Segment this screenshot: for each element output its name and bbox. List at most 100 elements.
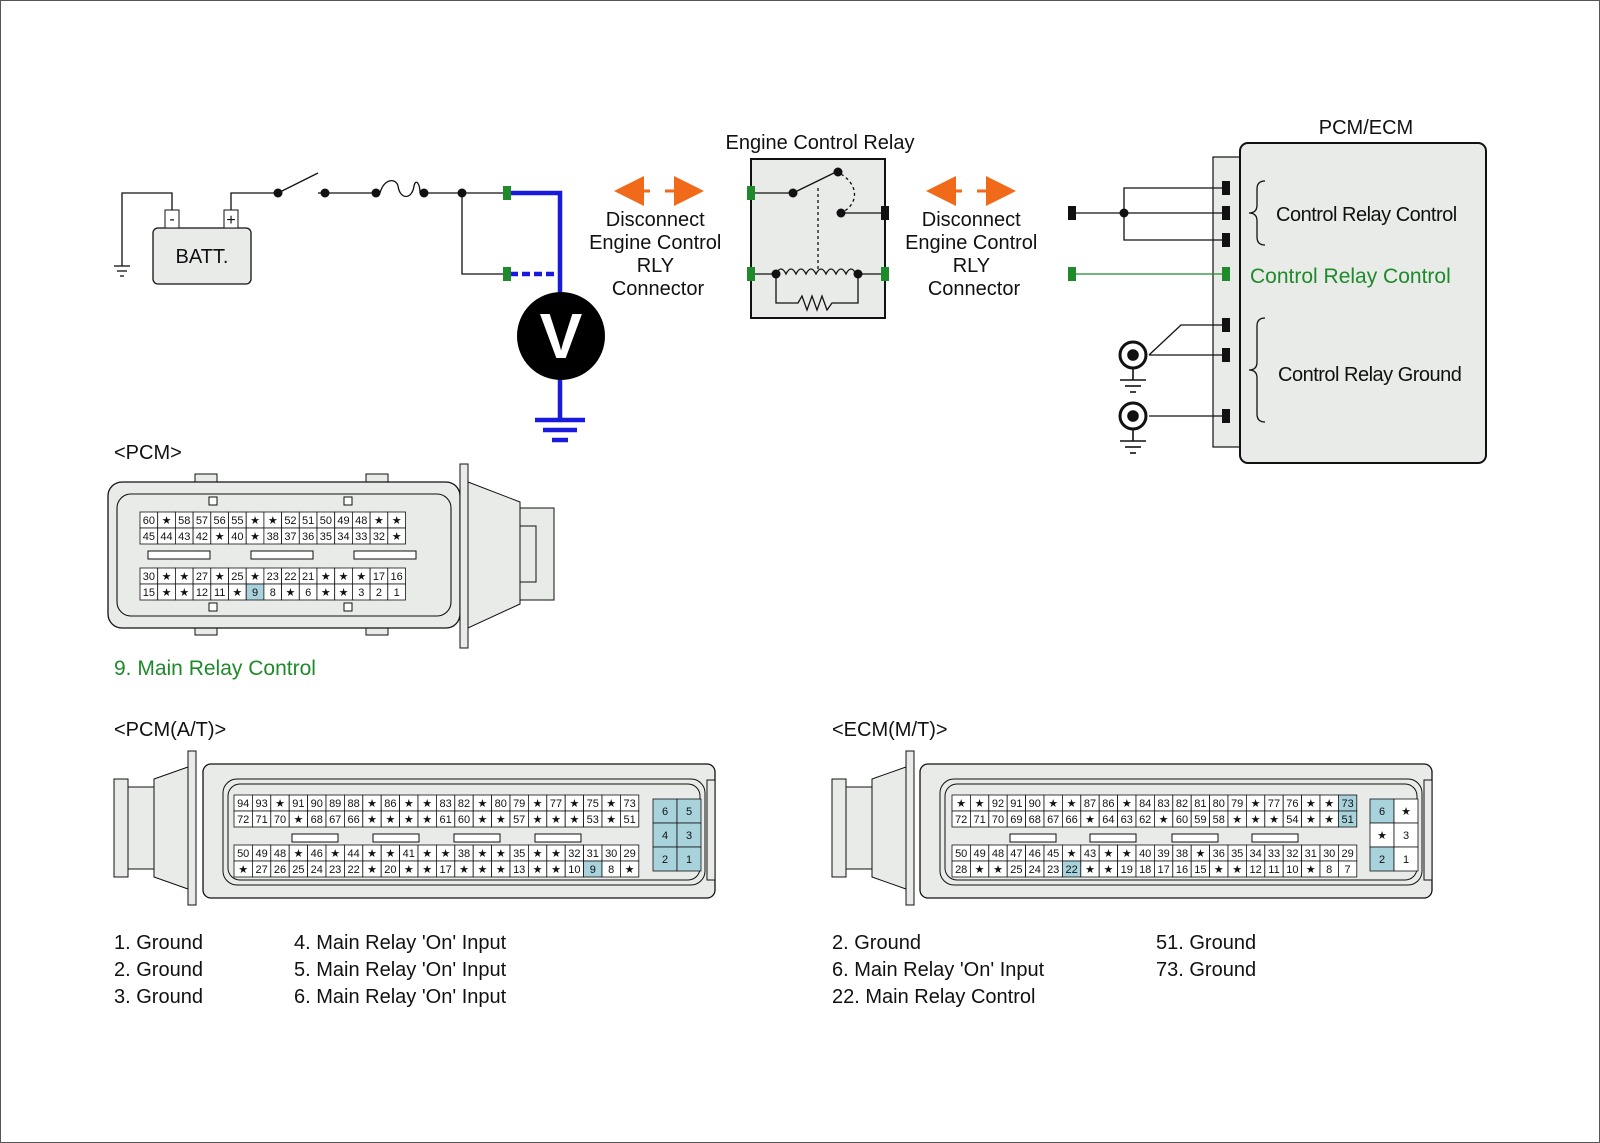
pcm-pin-label: 58 — [178, 515, 190, 527]
ecm-mt-pin-label: ★ — [1085, 814, 1095, 826]
ecm-mt-pin-label: ★ — [1159, 814, 1169, 826]
ecm-mt-pin-label: 29 — [1341, 848, 1353, 860]
ecm-mt-pin-label: ★ — [956, 798, 966, 810]
pcm-at-cell — [620, 810, 640, 828]
pcm-pin-label: 15 — [143, 587, 155, 599]
pcm-at-pin-label: ★ — [293, 814, 303, 826]
pcm-pin-label: ★ — [392, 515, 402, 527]
pcm-pin-label: ★ — [162, 571, 172, 583]
ecm-mt-pin-label: 11 — [1268, 864, 1279, 876]
ecm-mt-pin-label: 64 — [1102, 814, 1114, 826]
pcm-at-pin-label: 49 — [255, 848, 267, 860]
pcm-at-pin-label: 82 — [458, 798, 470, 810]
ecm-label-control-1: Control Relay Control — [1276, 204, 1457, 226]
ecm-mt-pin-label: 79 — [1231, 798, 1243, 810]
pcm-pin-label: ★ — [374, 515, 384, 527]
pcm-at-pin-label: 91 — [292, 798, 304, 810]
pcm-pin-label: 38 — [267, 531, 279, 543]
ecm-mt-pin-label: 92 — [992, 798, 1004, 810]
pcm-at-pin-label: 46 — [311, 848, 323, 860]
pcm-at-pin-label: 66 — [347, 814, 359, 826]
ecm-mt-side-pin-label: ★ — [1401, 806, 1411, 818]
ecm-mt-pin-label: 40 — [1139, 848, 1151, 860]
pcm-at-pin-label: ★ — [293, 848, 303, 860]
voltmeter-icon: V — [517, 292, 605, 380]
pcm-pin-label: 56 — [214, 515, 226, 527]
ecm-mt-pin-label: 70 — [992, 814, 1004, 826]
pcm-at-pin-label: 13 — [513, 864, 525, 876]
ecm-mt-pin-label: 35 — [1231, 848, 1243, 860]
ecm-mt-pin-label: 32 — [1286, 848, 1298, 860]
ecm-mt-cell — [1338, 810, 1358, 828]
ecm-mt-side-cell — [1393, 822, 1419, 848]
pcm-pin-label: ★ — [250, 531, 260, 543]
ecm-mt-pin-label: 91 — [1010, 798, 1022, 810]
pcm-at-side-cell — [676, 798, 702, 824]
pcm-at-side-pin-label: 1 — [686, 854, 692, 866]
pcm-at-pin-label: 30 — [605, 848, 617, 860]
pcm-at-pin-label: ★ — [477, 848, 487, 860]
pcm-pin-label: 35 — [320, 531, 332, 543]
pcm-pin-label: ★ — [250, 515, 260, 527]
pcm-at-pin-label: 60 — [458, 814, 470, 826]
pcm-pin-label: 51 — [302, 515, 314, 527]
battery: - + BATT. — [152, 209, 252, 285]
ecm-mt-pin-label: 76 — [1286, 798, 1298, 810]
pcm-at-pin-label: 68 — [311, 814, 323, 826]
pcm-note: 9. Main Relay Control — [114, 657, 316, 680]
ecm-label-ground: Control Relay Ground — [1278, 364, 1461, 386]
ecm-mt-pin-label: 24 — [1029, 864, 1041, 876]
pcm-pin-label: 3 — [358, 587, 364, 599]
ecm-mt-pin-label: ★ — [1306, 864, 1316, 876]
pcm-pin-label: 33 — [355, 531, 367, 543]
pcm-at-pin-label: ★ — [496, 848, 506, 860]
pcm-at-pin-label: ★ — [459, 864, 469, 876]
ecm-mt-pin-label: ★ — [975, 798, 985, 810]
pcm-pin-label: 43 — [178, 531, 190, 543]
svg-text:V: V — [540, 300, 583, 372]
pcm-pin-label: 11 — [214, 587, 225, 599]
pcm-at-pin-label: ★ — [496, 864, 506, 876]
pcm-pin-label: ★ — [215, 571, 225, 583]
pcm-at-pin-label: ★ — [238, 864, 248, 876]
ecm-mt-pin-label: ★ — [1306, 798, 1316, 810]
ecm-mt-side-cell — [1369, 846, 1395, 872]
ecm-mt-pin-label: 87 — [1084, 798, 1096, 810]
ground-symbols — [1118, 340, 1148, 454]
ecm-mt-pin-label: ★ — [1048, 798, 1058, 810]
pcm-at-pin-label: ★ — [422, 864, 432, 876]
ecm-mt-pin-label: 45 — [1047, 848, 1059, 860]
ecm-mt-pin-label: ★ — [1103, 864, 1113, 876]
ecm-mt-pin-label: 50 — [955, 848, 967, 860]
pcm-at-pin-label: ★ — [477, 814, 487, 826]
ecm-mt-pin-label: 77 — [1268, 798, 1280, 810]
ecm-mt-pin-label: 39 — [1157, 848, 1169, 860]
pcm-at-pin-label: ★ — [367, 864, 377, 876]
pcm-at-side-pin-label: 6 — [662, 806, 668, 818]
ecm-mt-pin-label: 54 — [1286, 814, 1298, 826]
pcm-at-pin-label: 50 — [237, 848, 249, 860]
pcm-at-pin-label: 31 — [587, 848, 599, 860]
ecm-mt-legend: 2. Ground 6. Main Relay 'On' Input 22. M… — [832, 932, 1256, 1008]
pcm-at-pin-label: ★ — [496, 814, 506, 826]
pcm-pin-label: 57 — [196, 515, 208, 527]
pcm-at-pin-label: ★ — [367, 814, 377, 826]
pcm-at-pin-label: 51 — [623, 814, 635, 826]
pcm-pin-label: ★ — [162, 515, 172, 527]
ecm-mt-pin-label: 19 — [1121, 864, 1133, 876]
ecm-mt-pin-label: 15 — [1194, 864, 1206, 876]
pcm-pin-label: ★ — [356, 571, 366, 583]
probe-connector-pins — [503, 186, 511, 281]
ecm-mt-side-pin-label: 3 — [1403, 830, 1409, 842]
pcm-at-side-cell — [652, 846, 678, 872]
pcm-at-pin-label: ★ — [477, 864, 487, 876]
ecm-mt-pin-label: 8 — [1326, 864, 1332, 876]
ecm-mt-pin-label: 43 — [1084, 848, 1096, 860]
ecm-mt-pin-label: 47 — [1010, 848, 1022, 860]
ecm-mt-pin-label: ★ — [1067, 848, 1077, 860]
ecm-mt-side-cell — [1369, 798, 1395, 824]
pcm-at-pin-label: ★ — [551, 864, 561, 876]
